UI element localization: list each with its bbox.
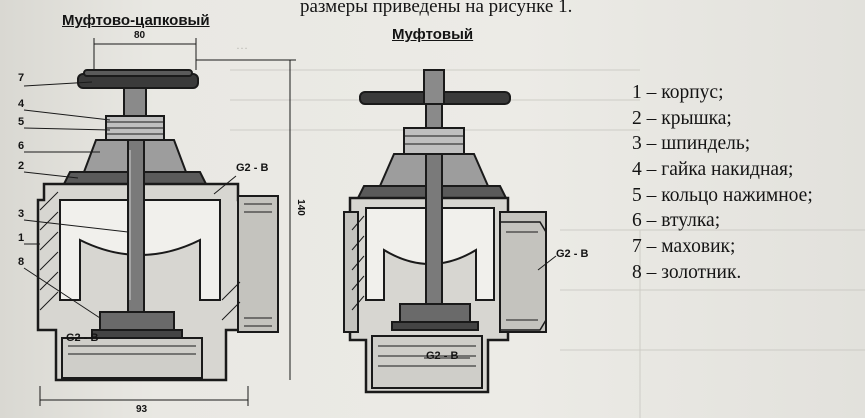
legend-item-8: 8 – золотник.: [632, 261, 742, 283]
legend-item-2: 2 – крышка;: [632, 107, 732, 129]
leader-label-3: 3: [18, 208, 25, 220]
legend-item-4: 4 – гайка накидная;: [632, 159, 794, 181]
thread-label-left-bottom: G2 - B: [66, 332, 99, 344]
header-text: размеры приведены на рисунке 1.: [300, 0, 573, 17]
dimension-bottom: 93: [136, 404, 148, 415]
figure-right-title: Муфтовый: [392, 26, 474, 43]
legend-item-1: 1 – корпус;: [632, 82, 724, 103]
legend-item-5: 5 – кольцо нажимное;: [632, 184, 813, 206]
dimension-height: 140: [294, 199, 306, 216]
legend-item-6: 6 – втулка;: [632, 210, 721, 232]
leader-label-5: 5: [18, 116, 25, 128]
leader-label-2: 2: [18, 160, 25, 172]
thread-label-right-side: G2 - B: [556, 248, 589, 260]
leader-label-1: 1: [18, 232, 25, 244]
leader-label-4: 4: [18, 98, 25, 110]
legend-item-7: 7 – маховик;: [632, 236, 736, 258]
leader-label-8: 8: [18, 256, 25, 268]
bleed-through-text: …: [236, 38, 248, 52]
leader-label-6: 6: [18, 140, 25, 152]
thread-label-left-side: G2 - B: [236, 162, 269, 174]
parts-legend: 1 – корпус; 2 – крышка; 3 – шпиндель; 4 …: [632, 80, 862, 286]
leader-label-7: 7: [18, 72, 25, 84]
legend-item-3: 3 – шпиндель;: [632, 133, 751, 155]
thread-label-right-bottom: G2 - B: [426, 350, 459, 362]
figure-left-title: Муфтово-цапковый: [62, 12, 210, 29]
dimension-top: 80: [134, 30, 146, 41]
